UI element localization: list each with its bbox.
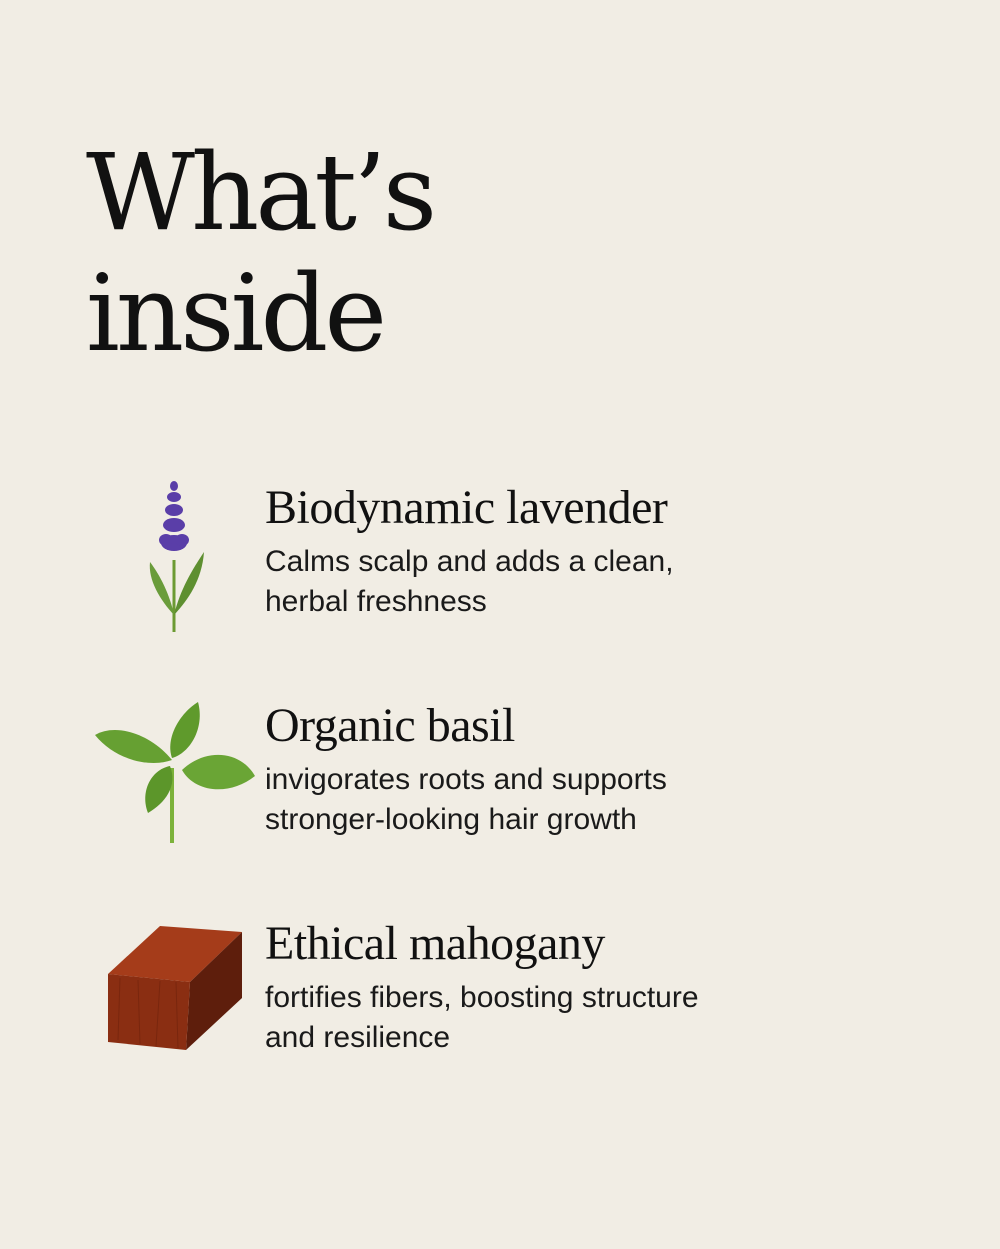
title-line-2: inside [86, 252, 387, 375]
desc-line: invigorates roots and supports [265, 763, 667, 796]
ingredient-name: Biodynamic lavender [265, 481, 668, 534]
ingredient-description: fortifies fibers, boosting structure and … [265, 978, 785, 1058]
lavender-icon [149, 481, 204, 632]
ingredient-description: invigorates roots and supports stronger-l… [265, 760, 785, 840]
title-line-1: What’s [86, 131, 437, 254]
ingredient-basil: Organic basil invigorates roots and supp… [0, 698, 1000, 888]
page-title: What’s inside [86, 131, 437, 375]
ingredient-name: Ethical mahogany [265, 917, 605, 970]
desc-line: Calms scalp and adds a clean, [265, 545, 674, 578]
ingredient-lavender: Biodynamic lavender Calms scalp and adds… [0, 480, 1000, 670]
mahogany-wood-icon [108, 926, 242, 1050]
ingredient-name: Organic basil [265, 699, 515, 752]
desc-line: and resilience [265, 1021, 451, 1054]
desc-line: herbal freshness [265, 585, 487, 618]
desc-line: fortifies fibers, boosting structure [265, 981, 699, 1014]
desc-line: stronger-looking hair growth [265, 803, 637, 836]
ingredient-description: Calms scalp and adds a clean, herbal fres… [265, 542, 785, 622]
basil-icon [95, 702, 255, 843]
ingredient-mahogany: Ethical mahogany fortifies fibers, boost… [0, 916, 1000, 1106]
